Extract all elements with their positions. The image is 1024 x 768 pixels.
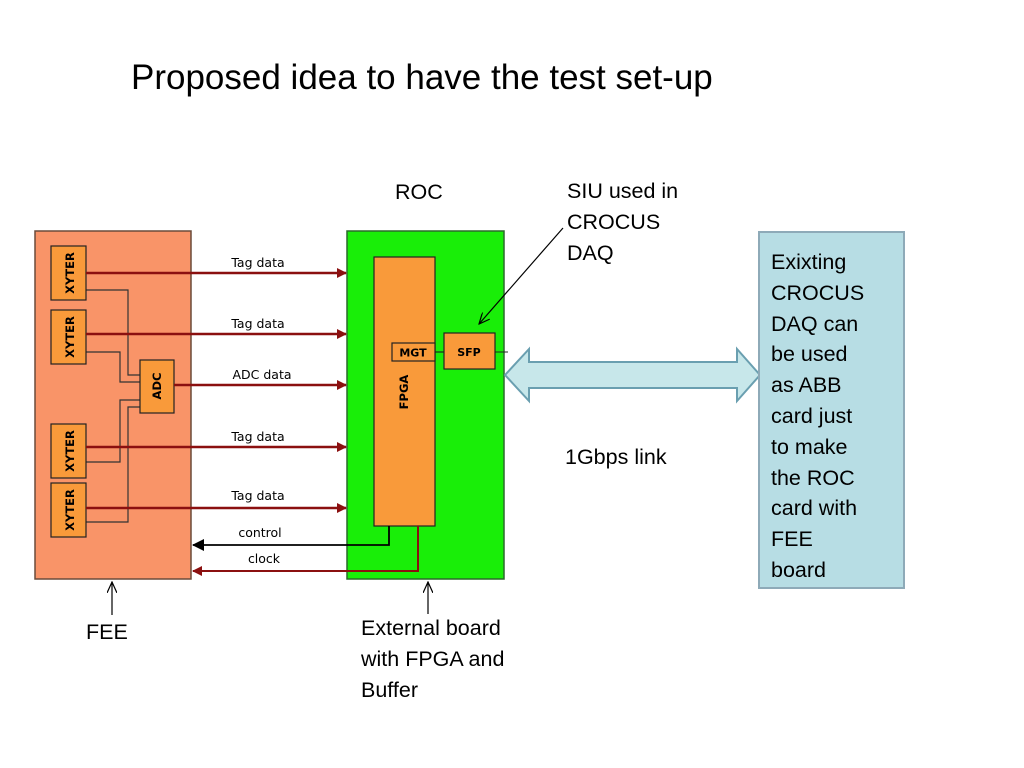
siu-label-line-2: CROCUS — [567, 210, 661, 234]
svg-text:XYTER: XYTER — [63, 430, 77, 472]
svg-text:SFP: SFP — [457, 346, 481, 359]
signal-adc-data: ADC data — [174, 367, 347, 390]
siu-label: SIU used in CROCUS DAQ — [567, 176, 678, 269]
signal-clock: clock — [192, 526, 419, 576]
svg-text:FPGA: FPGA — [397, 375, 411, 410]
svg-text:control: control — [238, 525, 281, 540]
xyter-chip-1: XYTER — [50, 245, 87, 301]
sfp-block: SFP — [435, 332, 508, 370]
fpga-block: FPGA — [373, 256, 436, 527]
svg-text:clock: clock — [248, 551, 281, 566]
slide-title: Proposed idea to have the test set-up — [131, 58, 713, 97]
siu-label-line-3: DAQ — [567, 241, 614, 265]
mgt-block: MGT — [391, 342, 436, 362]
external-board-line-1: External board — [361, 616, 501, 640]
svg-text:Tag data: Tag data — [230, 488, 284, 503]
fee-label: FEE — [86, 620, 128, 644]
svg-text:Tag data: Tag data — [230, 255, 284, 270]
svg-text:Tag data: Tag data — [230, 429, 284, 444]
link-speed-label: 1Gbps link — [565, 445, 667, 469]
siu-pointer-arrow — [479, 227, 564, 324]
svg-text:Tag data: Tag data — [230, 316, 284, 331]
svg-text:XYTER: XYTER — [63, 489, 77, 531]
signal-tag-data-4: Tag data — [86, 488, 347, 513]
roc-label: ROC — [395, 180, 443, 204]
signal-control: control — [192, 525, 390, 551]
siu-label-line-1: SIU used in — [567, 179, 679, 203]
external-board-line-2: with FPGA and — [361, 647, 505, 671]
xyter-chip-2: XYTER — [50, 309, 87, 365]
signal-tag-data-3: Tag data — [86, 429, 347, 452]
svg-text:ADC: ADC — [150, 373, 164, 400]
adc-chip: ADC — [139, 359, 175, 414]
external-board-label: External board with FPGA and Buffer — [361, 613, 504, 706]
svg-text:XYTER: XYTER — [63, 316, 77, 358]
signal-tag-data-1: Tag data — [86, 255, 347, 278]
crocus-daq-box: Exixting CROCUS DAQ can be used as ABB c… — [758, 231, 905, 589]
svg-text:ADC data: ADC data — [232, 367, 291, 382]
svg-text:XYTER: XYTER — [63, 252, 77, 294]
xyter-chip-4: XYTER — [50, 482, 87, 538]
signal-tag-data-2: Tag data — [86, 316, 347, 339]
xyter-chip-3: XYTER — [50, 423, 87, 479]
svg-text:MGT: MGT — [399, 347, 427, 360]
external-board-line-3: Buffer — [361, 678, 418, 702]
fee-internal-wiring — [86, 289, 140, 523]
crocus-daq-text: Exixting CROCUS DAQ can be used as ABB c… — [771, 250, 865, 582]
gbps-link-arrow — [503, 346, 762, 404]
